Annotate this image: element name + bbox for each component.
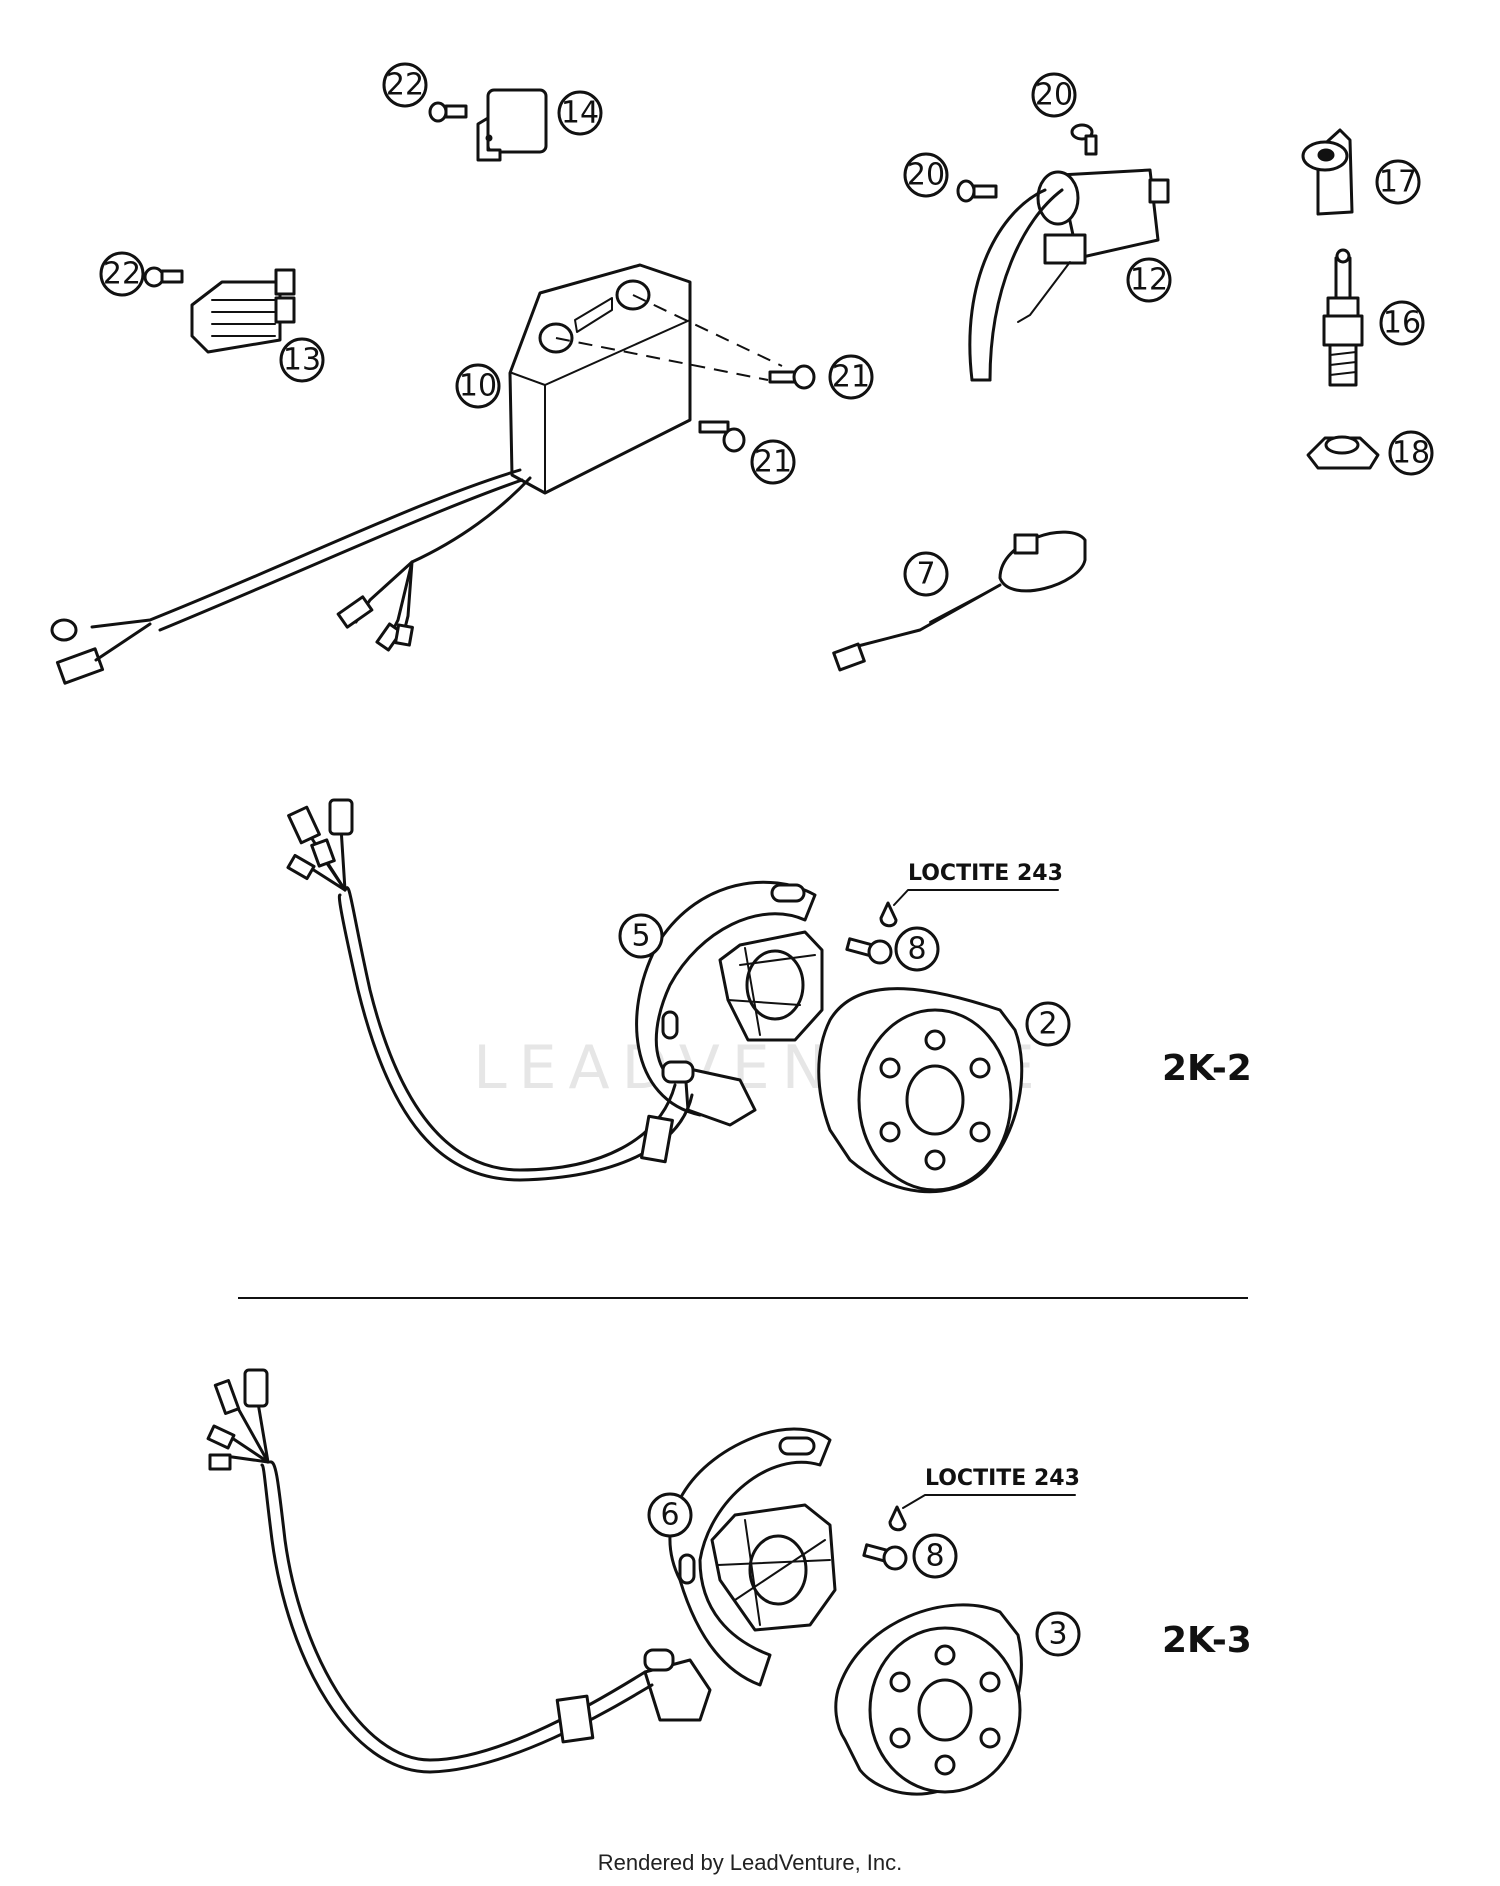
capacitor-part [832, 530, 1087, 672]
callout-8-2k2: 8 [894, 926, 940, 972]
fastener-alignment-line-2 [632, 294, 783, 367]
callout-20-top: 20 [1031, 72, 1077, 118]
svg-text:7: 7 [916, 557, 935, 592]
screw-21-lower [698, 420, 746, 453]
svg-text:22: 22 [103, 257, 141, 292]
flywheel-2k3 [834, 1603, 1023, 1796]
variant-label-2k2: 2K-2 [1162, 1048, 1252, 1089]
svg-text:10: 10 [459, 369, 497, 404]
flywheel-2k2 [817, 987, 1024, 1194]
callout-6: 6 [647, 1492, 693, 1538]
callout-10: 10 [455, 363, 501, 409]
loctite-leader-2k2 [893, 889, 1059, 906]
callout-8-2k3: 8 [912, 1533, 958, 1579]
screw-22-top [428, 101, 468, 123]
callout-16: 16 [1379, 300, 1425, 346]
loctite-note-2k2: LOCTITE 243 [908, 861, 1063, 886]
stator-plate-2k2 [635, 880, 824, 1127]
callout-12: 12 [1126, 257, 1172, 303]
voltage-regulator-part [190, 268, 296, 354]
callout-22-top: 22 [382, 62, 428, 108]
stator-plate-2k3 [643, 1427, 837, 1722]
svg-text:5: 5 [631, 919, 650, 954]
callout-14: 14 [557, 90, 603, 136]
svg-text:16: 16 [1383, 306, 1421, 341]
callout-20-left: 20 [903, 152, 949, 198]
svg-text:13: 13 [283, 343, 321, 378]
svg-text:20: 20 [907, 158, 945, 193]
cdi-unit-part [508, 263, 692, 495]
callout-17: 17 [1375, 159, 1421, 205]
cdi-wiring-harness [50, 468, 532, 685]
svg-text:18: 18 [1392, 436, 1430, 471]
svg-text:8: 8 [907, 932, 926, 967]
loctite-leader-2k3 [902, 1494, 1076, 1509]
loctite-note-2k3: LOCTITE 243 [925, 1466, 1080, 1491]
svg-text:21: 21 [832, 360, 870, 395]
stator-cable-2k2 [286, 798, 694, 1182]
svg-text:21: 21 [754, 445, 792, 480]
callout-18: 18 [1388, 430, 1434, 476]
callout-13: 13 [279, 337, 325, 383]
callout-21-upper: 21 [828, 354, 874, 400]
stator-cable-2k3 [206, 1368, 654, 1774]
svg-text:20: 20 [1035, 78, 1073, 113]
svg-text:6: 6 [660, 1498, 679, 1533]
callout-3: 3 [1035, 1611, 1081, 1657]
loctite-drop-2k2 [879, 901, 898, 928]
svg-text:22: 22 [386, 68, 424, 103]
svg-text:14: 14 [561, 96, 599, 131]
screw-8-2k2 [845, 937, 893, 965]
relay-part [476, 88, 548, 162]
screw-22-left [143, 266, 184, 288]
screw-8-2k3 [862, 1543, 908, 1571]
screw-20-top [1070, 123, 1098, 156]
spark-plug-part [1322, 248, 1364, 387]
spark-plug-grommet-part [1306, 435, 1380, 470]
spark-plug-cap-part [1301, 128, 1354, 216]
fastener-alignment-line-1 [555, 337, 769, 381]
svg-text:3: 3 [1048, 1617, 1067, 1652]
variant-label-2k3: 2K-3 [1162, 1620, 1252, 1661]
footer-credit: Rendered by LeadVenture, Inc. [598, 1850, 903, 1875]
svg-text:2: 2 [1038, 1007, 1057, 1042]
svg-text:8: 8 [925, 1539, 944, 1574]
callout-5: 5 [618, 913, 664, 959]
screw-21-upper [768, 364, 816, 390]
svg-text:12: 12 [1130, 263, 1168, 298]
callout-2: 2 [1025, 1001, 1071, 1047]
callout-7: 7 [903, 551, 949, 597]
svg-text:17: 17 [1379, 165, 1417, 200]
callout-22-left: 22 [99, 251, 145, 297]
loctite-drop-2k3 [888, 1505, 907, 1532]
callout-21-lower: 21 [750, 439, 796, 485]
ignition-coil-part [968, 168, 1170, 382]
screw-20-left [956, 179, 998, 203]
